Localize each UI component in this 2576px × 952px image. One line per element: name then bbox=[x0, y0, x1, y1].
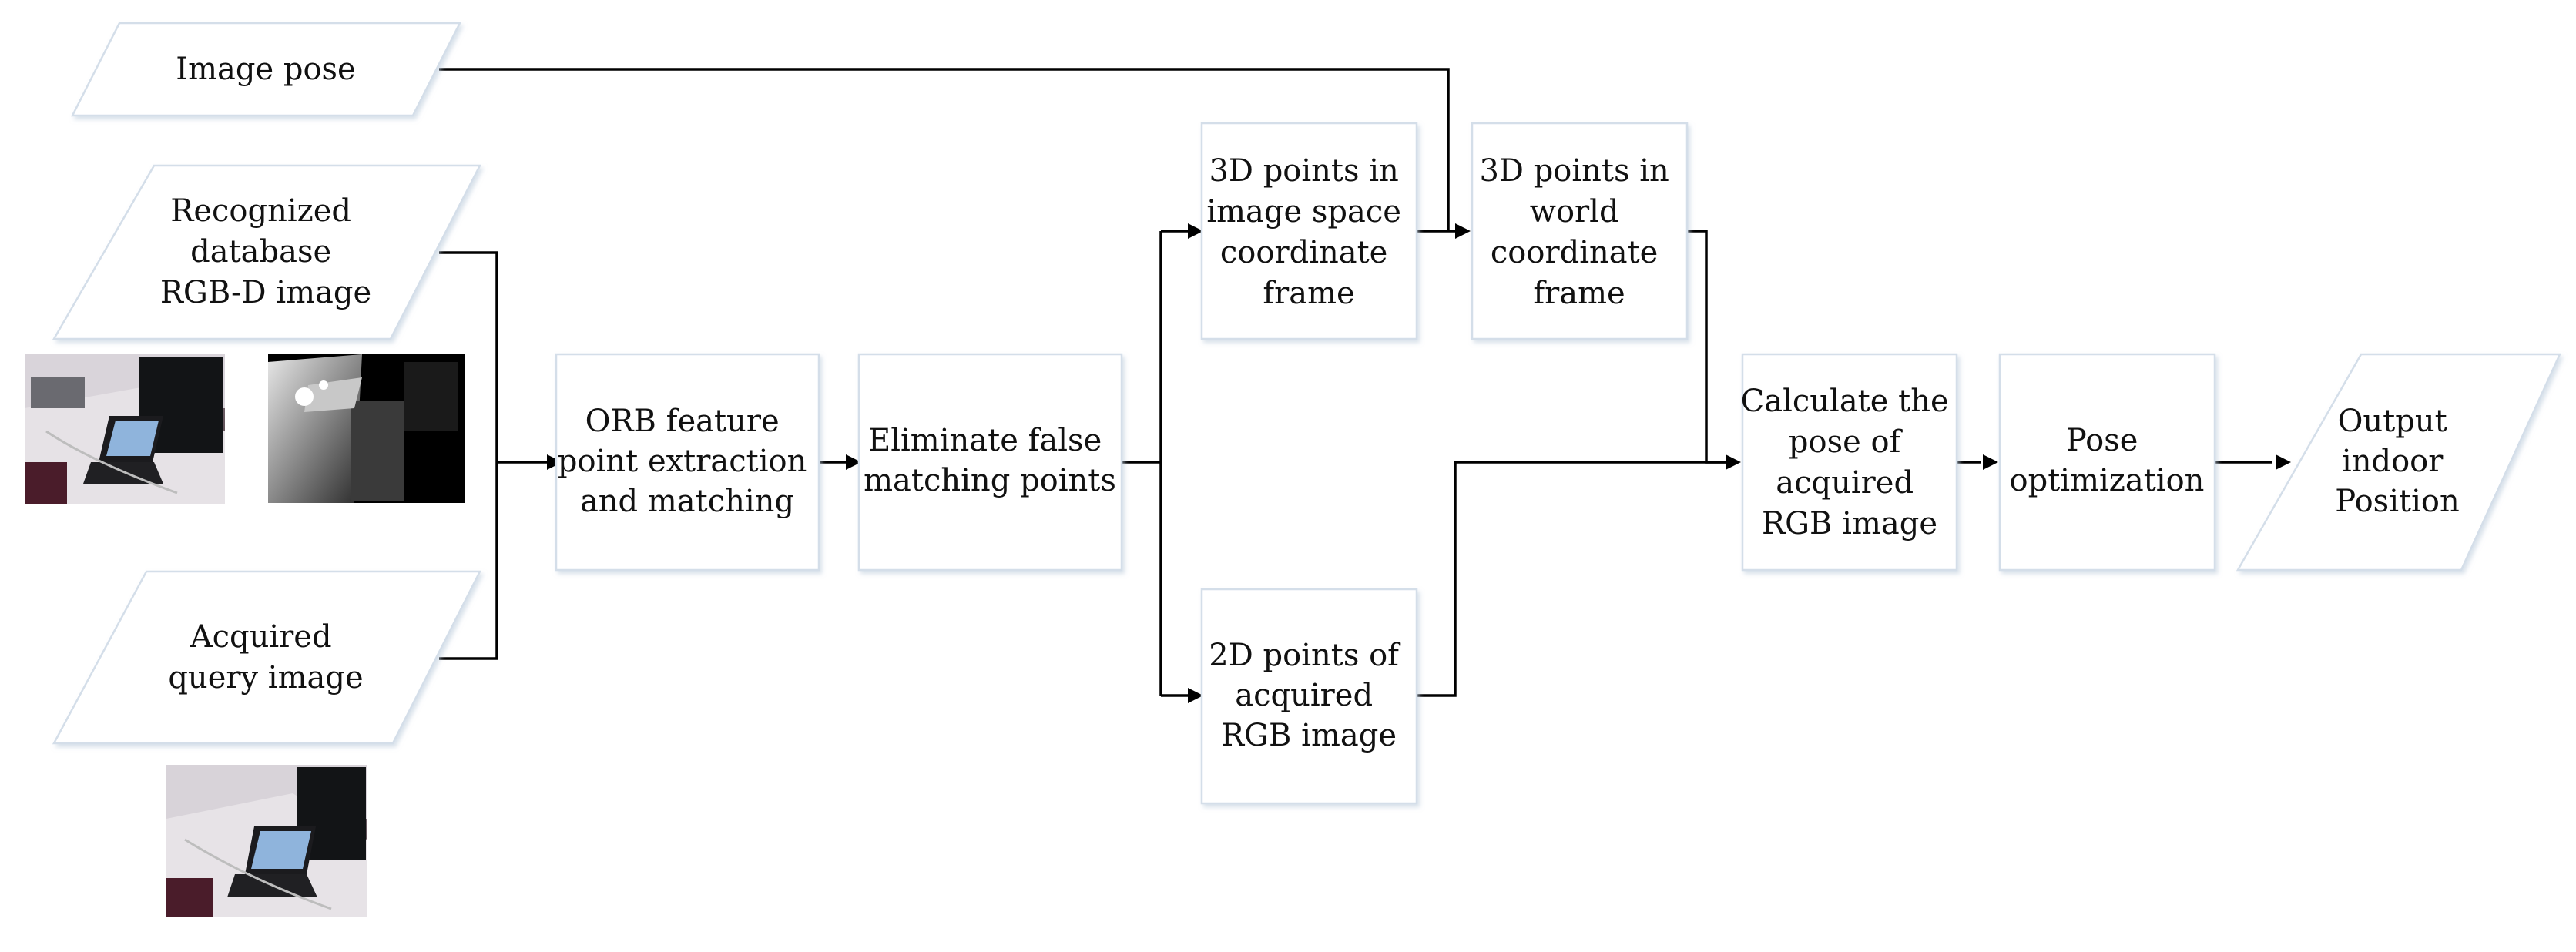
wire-2d-to-calc bbox=[1417, 461, 1726, 697]
node-pose-optimization: Pose optimization bbox=[1998, 353, 2216, 572]
arrowhead-pose-opt bbox=[1983, 454, 1998, 470]
node-pose-optimization-label: Pose optimization bbox=[2010, 423, 2205, 498]
database-depth-image bbox=[268, 354, 465, 503]
wire-image-pose bbox=[439, 68, 1450, 231]
arrowhead-3d-world bbox=[1455, 223, 1471, 239]
node-acquired-query-label: Acquired query image bbox=[168, 619, 363, 696]
node-recognized-db-label: Recognized database RGB-D image bbox=[160, 193, 371, 310]
node-calc-pose: Calculate the pose of acquired RGB image bbox=[1741, 353, 1959, 572]
wire-recognized-db bbox=[439, 251, 498, 462]
node-2d-points-label: 2D points of acquired RGB image bbox=[1209, 638, 1408, 753]
arrowhead-output bbox=[2276, 454, 2291, 470]
node-2d-points: 2D points of acquired RGB image bbox=[1200, 588, 1418, 805]
wire-acquired-query bbox=[439, 462, 498, 660]
node-recognized-db: Recognized database RGB-D image bbox=[52, 164, 482, 340]
node-eliminate: Eliminate false matching points bbox=[857, 353, 1123, 572]
node-3d-world: 3D points in world coordinate frame bbox=[1471, 122, 1689, 340]
node-output-label: Output indoor Position bbox=[2335, 404, 2459, 519]
wire-world-to-calc bbox=[1687, 230, 1726, 464]
arrowhead-eliminate bbox=[846, 454, 861, 470]
node-3d-world-label: 3D points in world coordinate frame bbox=[1479, 153, 1679, 311]
node-calc-pose-label: Calculate the pose of acquired RGB image bbox=[1741, 384, 1959, 541]
node-orb-label: ORB feature point extraction and matchin… bbox=[558, 404, 817, 519]
node-eliminate-label: Eliminate false matching points bbox=[864, 423, 1116, 498]
arrowhead-3d-image bbox=[1188, 223, 1203, 239]
connectors bbox=[439, 68, 2272, 697]
node-3d-image-space: 3D points in image space coordinate fram… bbox=[1200, 122, 1418, 340]
node-image-pose: Image pose bbox=[70, 22, 462, 117]
node-acquired-query: Acquired query image bbox=[52, 570, 482, 745]
node-orb: ORB feature point extraction and matchin… bbox=[555, 353, 820, 572]
arrowhead-calc bbox=[1726, 454, 1741, 470]
database-rgb-image bbox=[25, 354, 225, 504]
arrowheads bbox=[547, 223, 2291, 703]
query-rgb-image bbox=[166, 765, 367, 917]
arrowhead-orb bbox=[547, 454, 562, 470]
node-3d-image-space-label: 3D points in image space coordinate fram… bbox=[1206, 153, 1410, 311]
node-image-pose-label: Image pose bbox=[176, 52, 355, 87]
arrowhead-2d bbox=[1188, 688, 1203, 703]
node-output: Output indoor Position bbox=[2236, 353, 2561, 572]
